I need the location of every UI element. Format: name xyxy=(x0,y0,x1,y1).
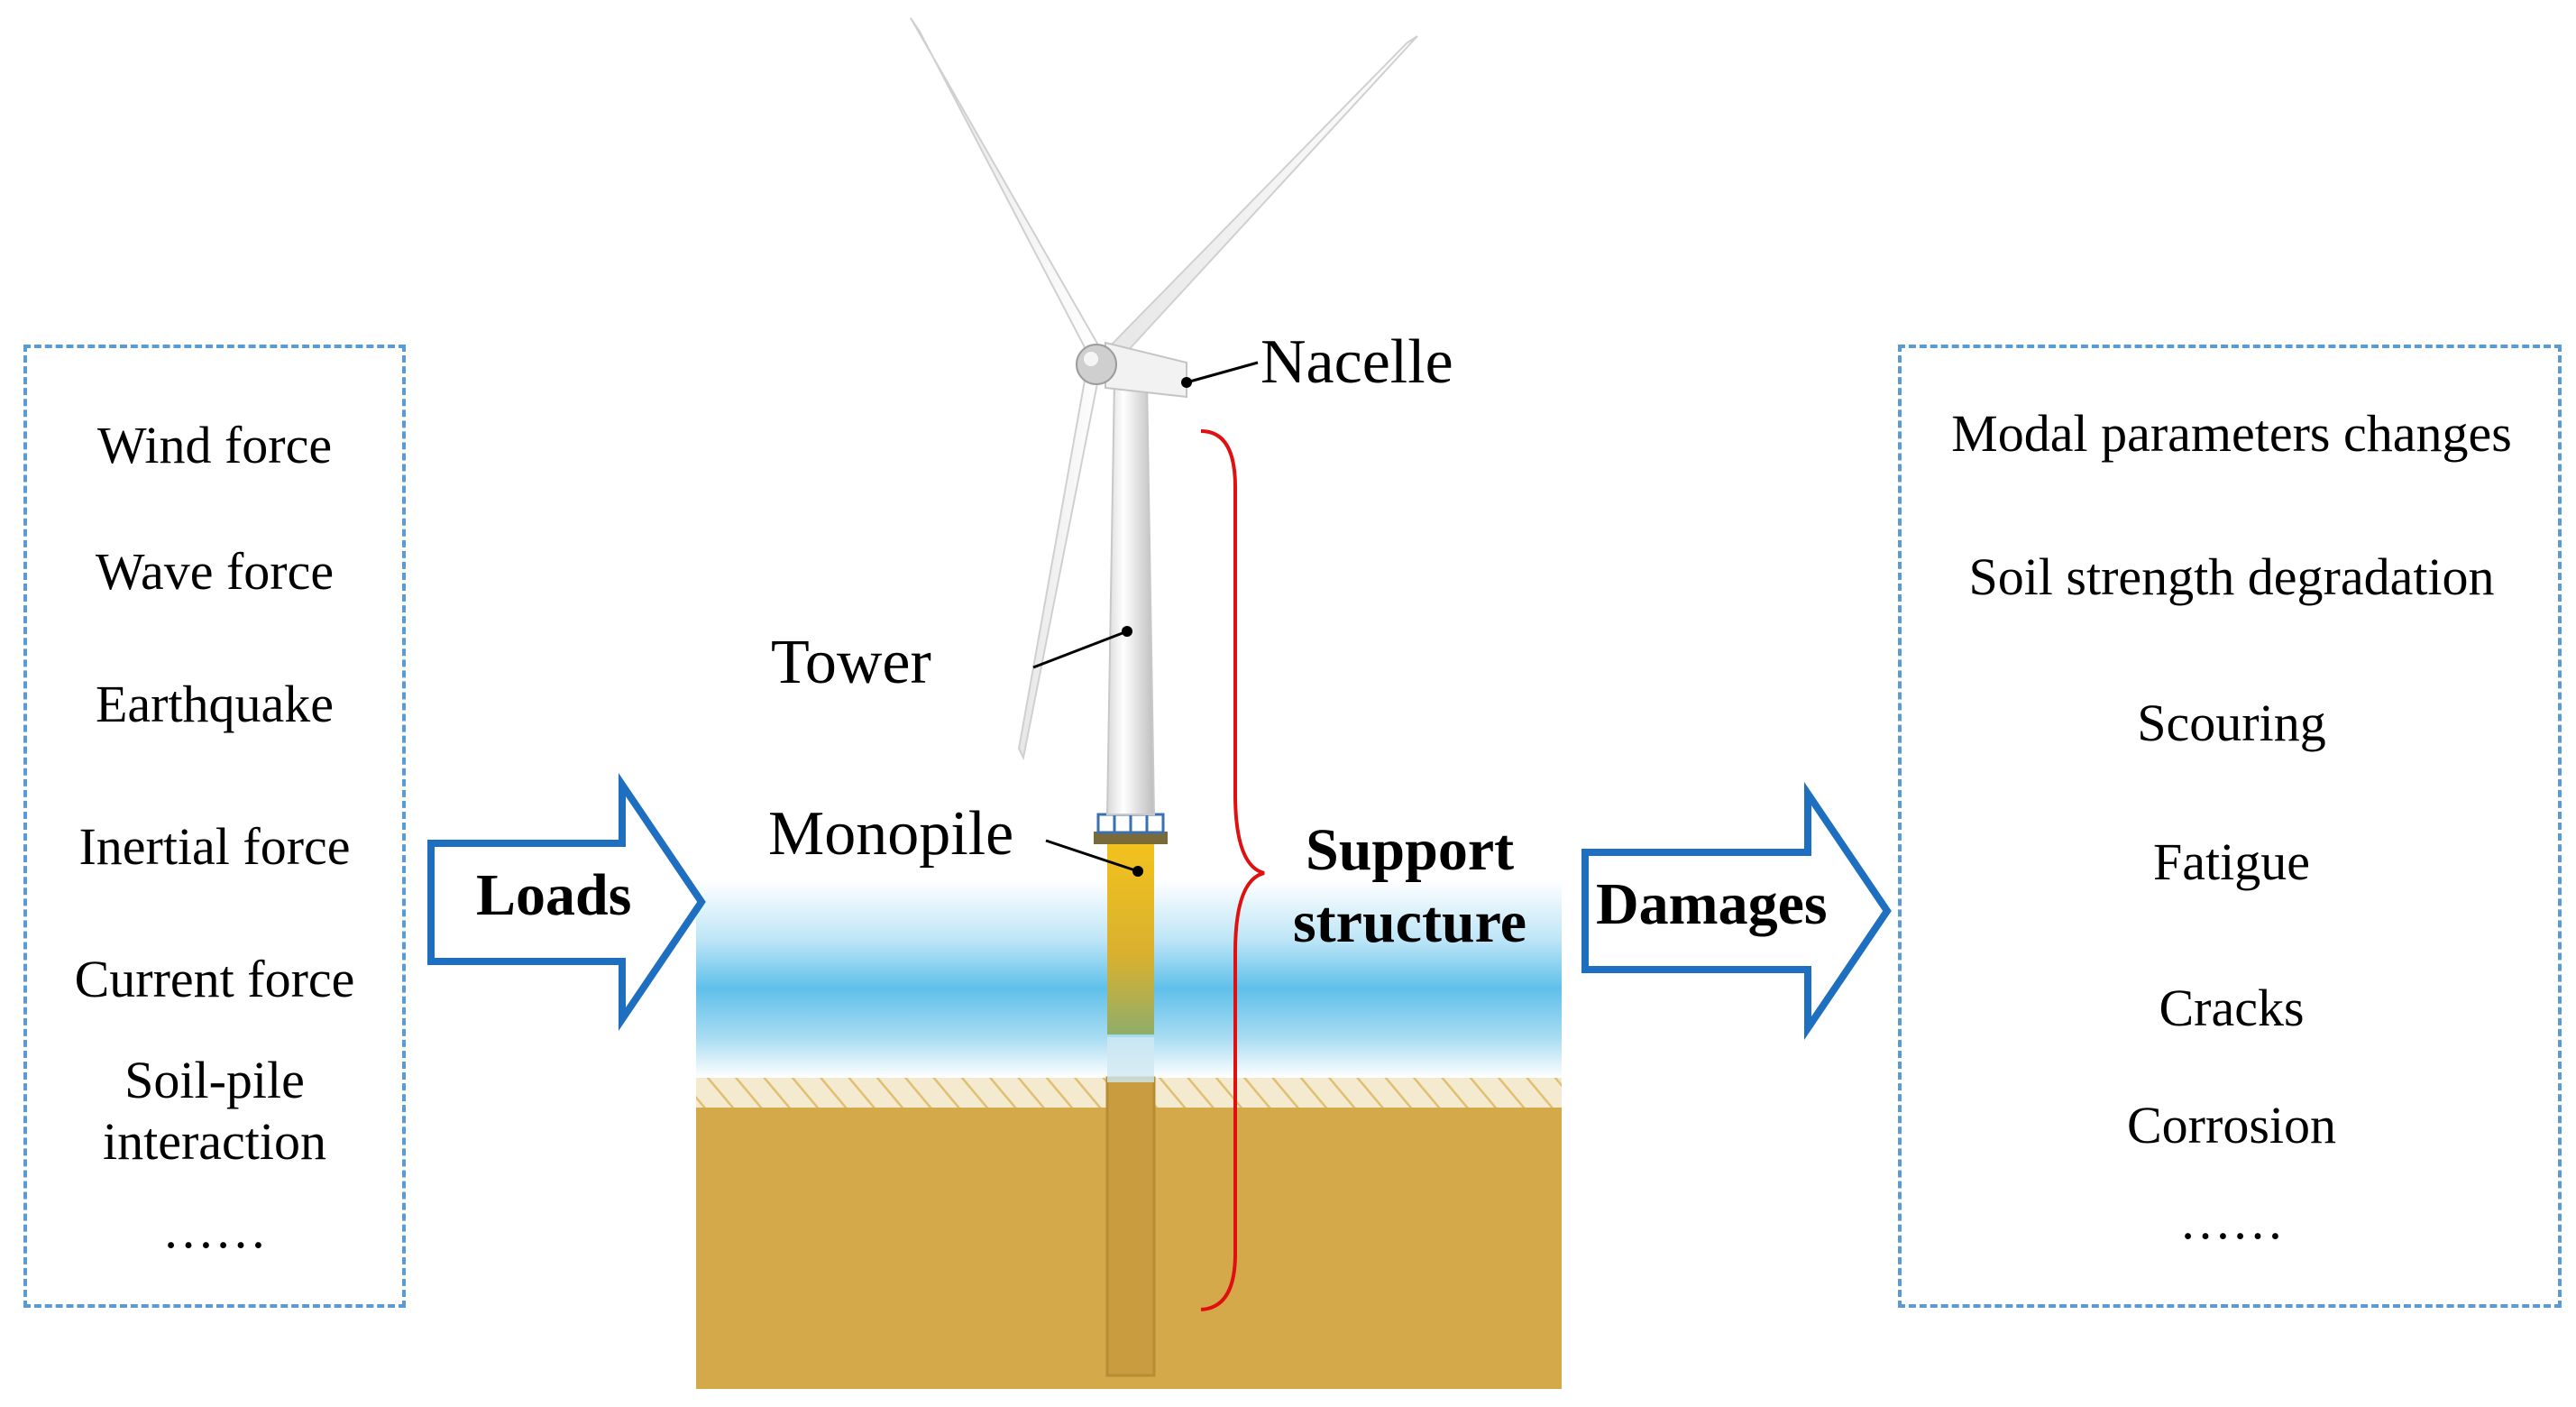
load-item-wind: Wind force xyxy=(96,416,333,474)
support-brace xyxy=(1200,429,1265,1311)
damage-item-cracks: Cracks xyxy=(2159,979,2305,1037)
damage-item-corrosion: Corrosion xyxy=(2127,1096,2336,1154)
monopile-body xyxy=(1107,843,1154,1035)
damage-item-ellipsis: …… xyxy=(2179,1191,2284,1250)
damage-item-soil: Soil strength degradation xyxy=(1968,547,2495,606)
load-item-wave: Wave force xyxy=(95,542,335,601)
blade-upper-left xyxy=(910,17,1109,370)
nacelle-leader xyxy=(1186,361,1259,384)
monopile-label: Monopile xyxy=(768,799,1014,869)
damages-box xyxy=(1898,345,2562,1308)
loads-label: Loads xyxy=(476,862,632,928)
tower-leader xyxy=(1032,630,1128,669)
support-label-line1: Support xyxy=(1306,817,1515,883)
blade-upper-right xyxy=(1100,35,1418,367)
load-item-interaction: interaction xyxy=(102,1112,326,1171)
tower-label: Tower xyxy=(771,628,931,697)
nacelle-label: Nacelle xyxy=(1260,327,1453,397)
damage-item-scouring: Scouring xyxy=(2137,694,2326,752)
blade-lower xyxy=(1017,363,1102,761)
nacelle-body xyxy=(1105,341,1187,399)
rotor-hub xyxy=(1076,344,1117,385)
support-label-line2: structure xyxy=(1293,889,1527,955)
load-item-ellipsis: …… xyxy=(162,1200,267,1259)
load-item-inertial: Inertial force xyxy=(78,817,351,876)
transition-platform xyxy=(1094,832,1168,844)
load-item-earthquake: Earthquake xyxy=(95,675,335,733)
loads-arrow xyxy=(427,772,706,1032)
loads-box xyxy=(23,345,406,1308)
damages-label: Damages xyxy=(1596,871,1828,937)
load-item-soil-pile: Soil-pile xyxy=(124,1051,305,1109)
damage-item-modal: Modal parameters changes xyxy=(1951,404,2512,463)
load-item-current: Current force xyxy=(74,950,355,1008)
monopile-leader xyxy=(1045,839,1139,873)
damage-item-fatigue: Fatigue xyxy=(2153,832,2310,891)
embedded-pile xyxy=(1105,1076,1156,1377)
damages-arrow xyxy=(1581,781,1892,1041)
tower-body xyxy=(1105,378,1156,815)
